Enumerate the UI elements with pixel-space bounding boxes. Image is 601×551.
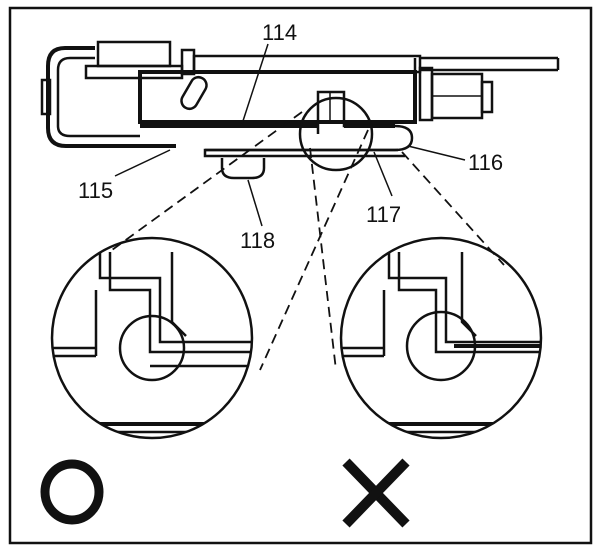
circle-o-icon bbox=[40, 459, 104, 525]
label-118: 118 bbox=[240, 228, 275, 253]
detail-r-hook-1 bbox=[387, 252, 541, 344]
detail-circle-top bbox=[298, 96, 374, 172]
detail-circle-correct bbox=[50, 236, 254, 440]
detail-circle-incorrect bbox=[339, 236, 543, 440]
projection-left-a bbox=[111, 111, 303, 251]
label-117: 117 bbox=[366, 202, 401, 227]
leader-118 bbox=[247, 179, 263, 227]
tab-118 bbox=[220, 158, 266, 180]
detail-focus-correct bbox=[118, 314, 186, 382]
top-block bbox=[96, 40, 172, 68]
detail-incorrect-contents bbox=[341, 252, 541, 434]
terminal-cap bbox=[480, 80, 494, 114]
diagram-frame bbox=[8, 6, 593, 545]
detail-r-notch bbox=[460, 252, 477, 337]
hook-inner bbox=[56, 56, 140, 138]
slot-pill bbox=[180, 75, 208, 111]
detail-l-hook-1 bbox=[98, 252, 252, 344]
terminal-block-1 bbox=[418, 66, 434, 122]
label-115: 115 bbox=[78, 178, 113, 203]
detail-focus-incorrect bbox=[405, 310, 477, 382]
leader-115 bbox=[114, 149, 171, 177]
label-114: 114 bbox=[262, 20, 297, 45]
connector-assembly bbox=[40, 40, 560, 180]
leader-114 bbox=[241, 43, 269, 125]
projection-right-b bbox=[401, 151, 505, 266]
cross-x-icon bbox=[342, 458, 410, 528]
leader-117 bbox=[373, 151, 393, 197]
label-116: 116 bbox=[468, 150, 503, 175]
housing-top-rail bbox=[192, 54, 422, 74]
leader-116 bbox=[407, 145, 466, 161]
projection-right-a bbox=[309, 147, 337, 371]
projection-left-b bbox=[259, 129, 369, 371]
hook-tab bbox=[40, 78, 52, 116]
detail-l-hook-2 bbox=[108, 252, 252, 354]
hook-outer bbox=[46, 46, 176, 148]
